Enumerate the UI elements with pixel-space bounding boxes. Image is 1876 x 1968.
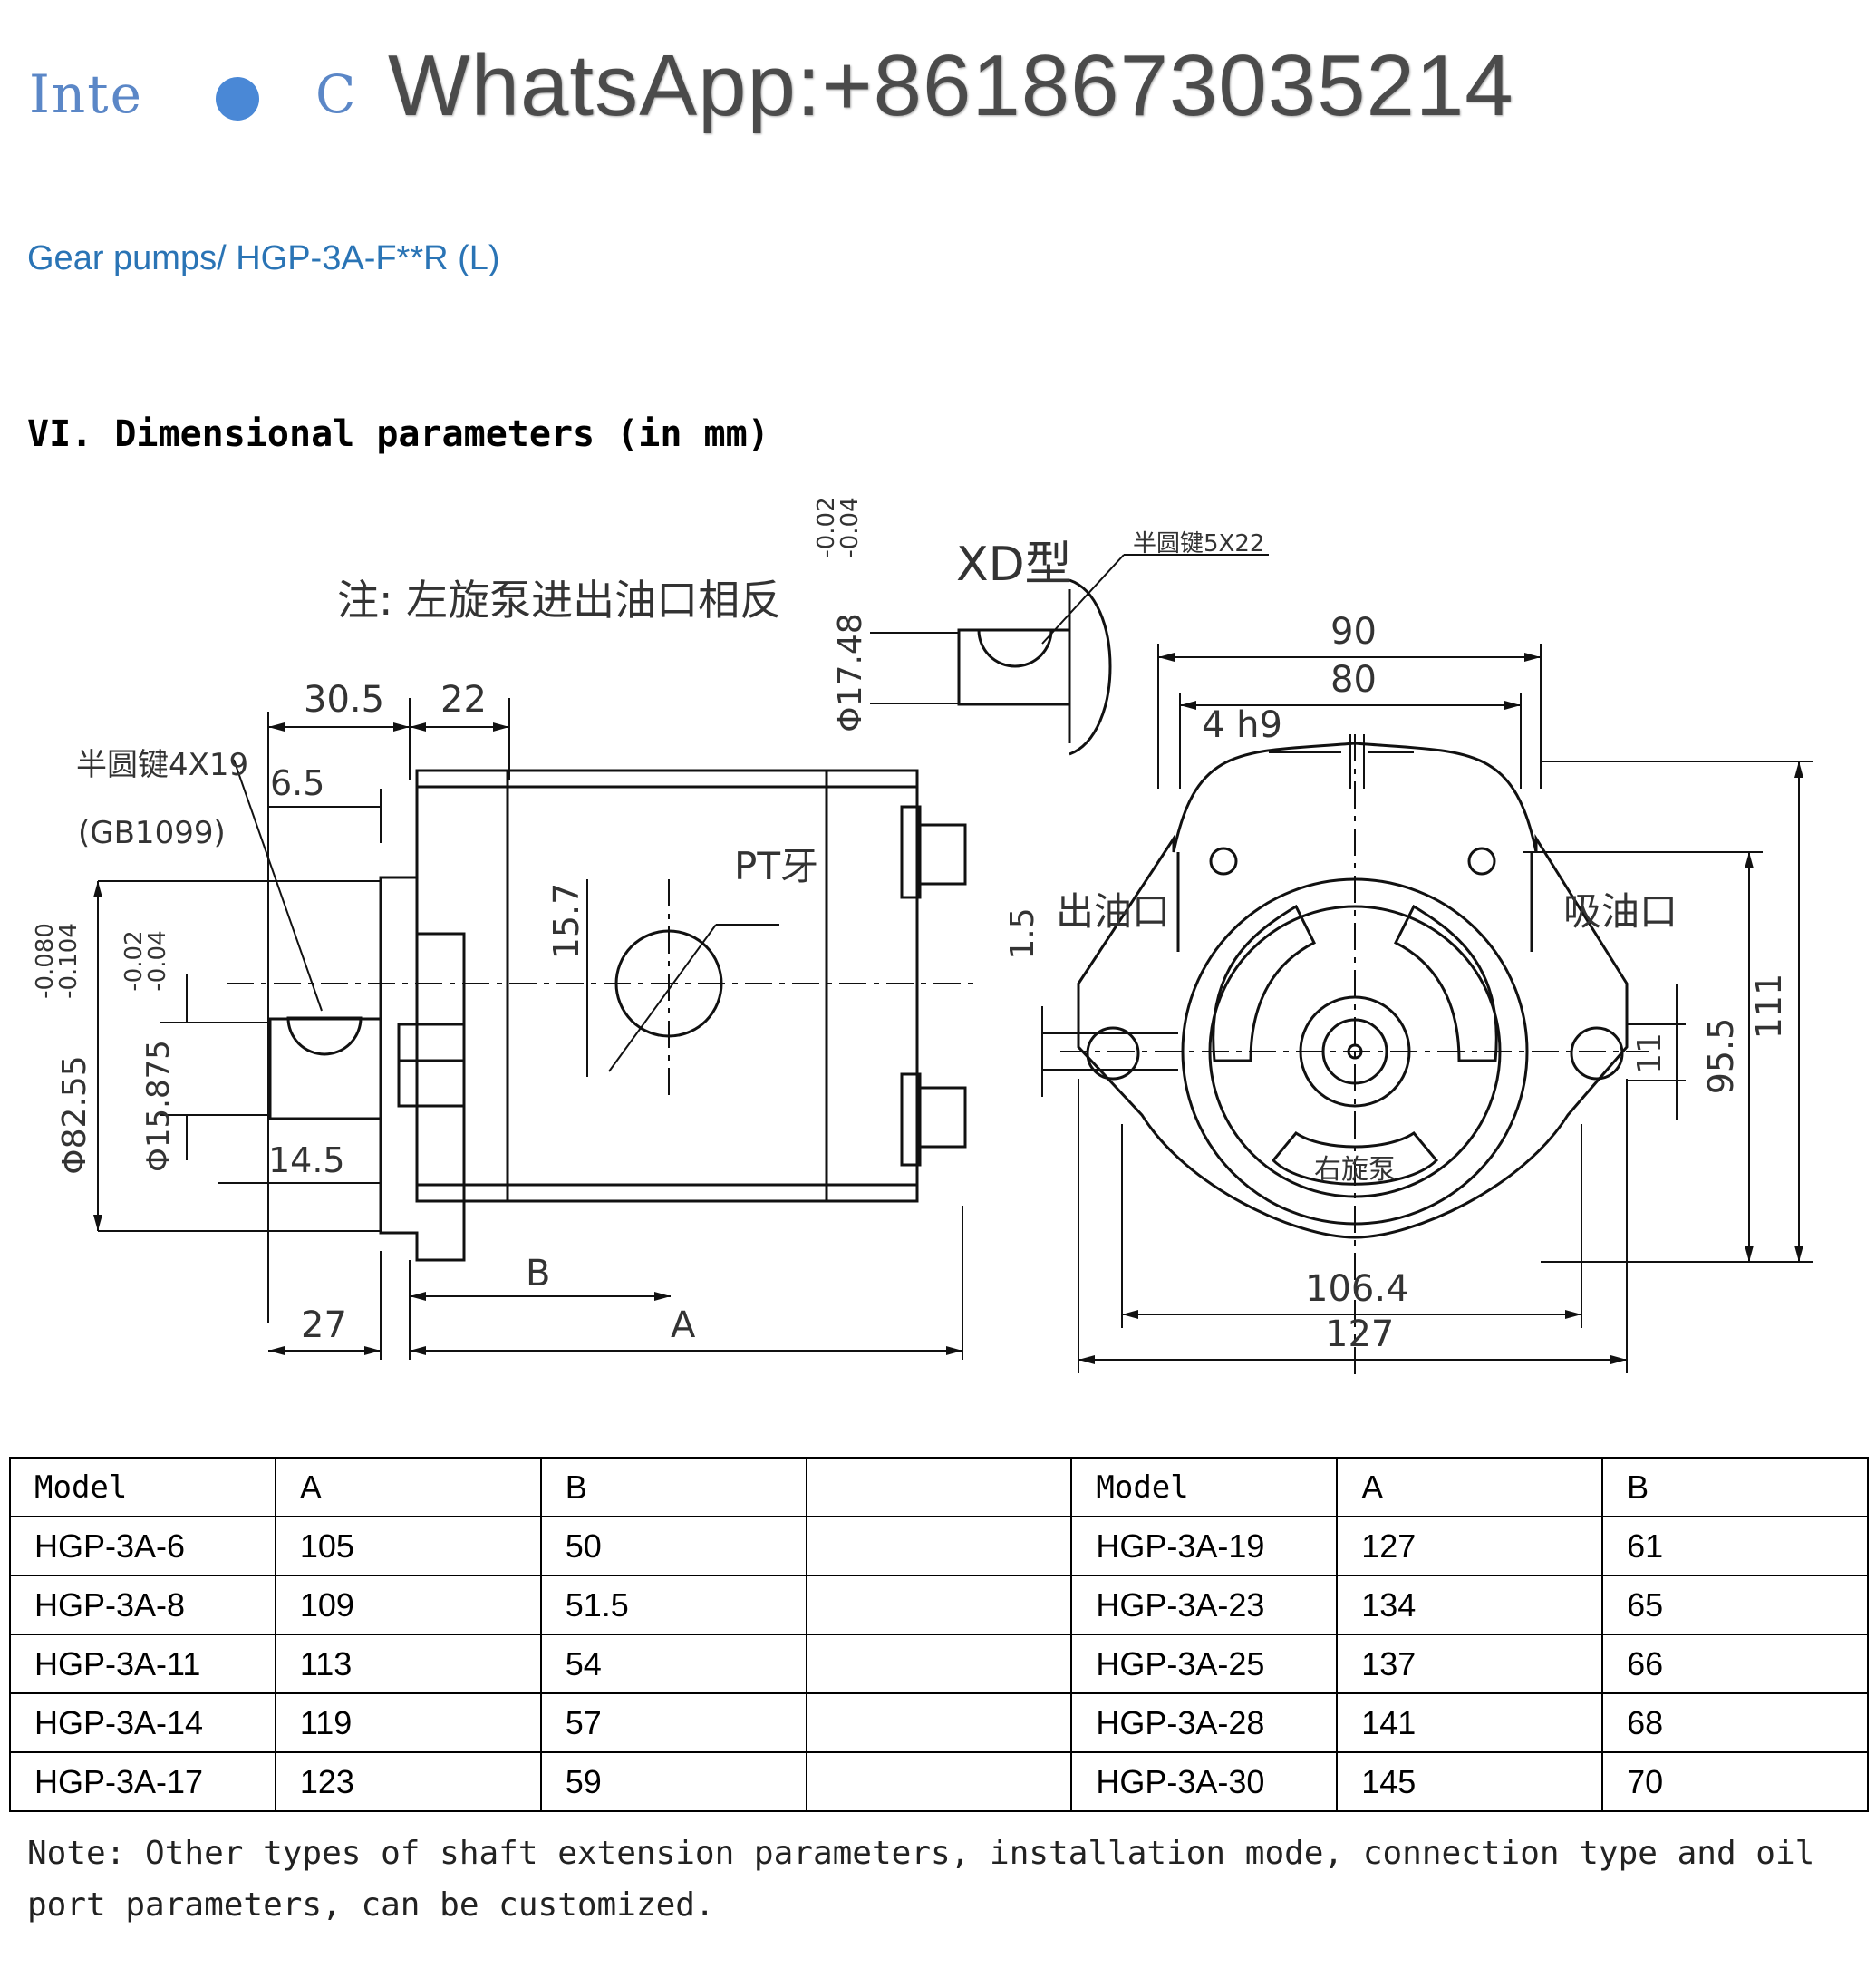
tol-15-875-upper: -0.02 — [121, 930, 148, 991]
rotation-label: 右旋泵 — [1314, 1154, 1396, 1186]
table-header-b: B — [1601, 1457, 1869, 1517]
table-header-b: B — [539, 1457, 807, 1517]
table-cell: 141 — [1336, 1692, 1604, 1753]
table-cell: HGP-3A-8 — [9, 1575, 276, 1635]
dim-95-5: 95.5 — [1701, 1018, 1741, 1095]
xd-label: XD型 — [956, 538, 1072, 592]
tol-82-55-lower: -0.104 — [55, 923, 82, 999]
table-cell: 54 — [539, 1634, 807, 1694]
table-cell: 145 — [1336, 1751, 1604, 1812]
outlet-label: 出油口 — [1056, 889, 1170, 934]
dim-phi-82-55: Φ82.55 — [56, 1055, 93, 1174]
table-cell: HGP-3A-17 — [9, 1751, 276, 1812]
table-cell: 127 — [1336, 1516, 1604, 1576]
header-partial-text-right: C — [315, 63, 356, 125]
technical-drawing: 注: 左旋泵进出油口相反 XD型 半圆键5X22 半圆键4X19 (GB1099… — [32, 497, 1813, 1378]
tol-17-48-lower: -0.04 — [836, 497, 864, 557]
pt-label: PT牙 — [734, 844, 818, 888]
table-cell — [805, 1751, 1073, 1812]
dim-30-5: 30.5 — [304, 679, 384, 721]
dim-15-7: 15.7 — [546, 883, 586, 960]
dim-6-5: 6.5 — [270, 763, 324, 803]
front-flange-outline — [1077, 742, 1629, 1239]
drawing-note-cn: 注: 左旋泵进出油口相反 — [337, 576, 781, 625]
table-cell — [805, 1516, 1073, 1576]
table-cell: 109 — [274, 1575, 542, 1635]
table-cell: 113 — [274, 1634, 542, 1694]
table-cell — [805, 1692, 1073, 1753]
dim-22: 22 — [440, 679, 487, 721]
section-title: VI. Dimensional parameters (in mm) — [27, 413, 769, 455]
table-cell: 51.5 — [539, 1575, 807, 1635]
dim-127: 127 — [1325, 1314, 1394, 1355]
table-cell: 50 — [539, 1516, 807, 1576]
dim-b: B — [526, 1253, 550, 1294]
table-cell: 65 — [1601, 1575, 1869, 1635]
table-cell: 105 — [274, 1516, 542, 1576]
table-cell: 61 — [1601, 1516, 1869, 1576]
dim-phi-15-875: Φ15.875 — [140, 1040, 177, 1172]
table-row: HGP-3A-6 105 50 HGP-3A-19 127 61 — [9, 1516, 1869, 1576]
table-header-a: A — [274, 1457, 542, 1517]
tol-82-55-upper: -0.080 — [32, 923, 59, 999]
dim-1-5: 1.5 — [1004, 907, 1041, 959]
table-cell: HGP-3A-23 — [1070, 1575, 1339, 1635]
table-cell: 119 — [274, 1692, 542, 1753]
dim-111: 111 — [1749, 974, 1789, 1040]
dim-80: 80 — [1330, 659, 1377, 701]
table-cell: 137 — [1336, 1634, 1604, 1694]
customization-note: Note: Other types of shaft extension par… — [27, 1835, 1815, 1924]
table-row: HGP-3A-8 109 51.5 HGP-3A-23 134 65 — [9, 1575, 1869, 1635]
table-cell: HGP-3A-19 — [1070, 1516, 1339, 1576]
half-round-key — [286, 1016, 363, 1056]
table-cell: 123 — [274, 1751, 542, 1812]
table-header-a: A — [1336, 1457, 1604, 1517]
dim-4h9: 4 h9 — [1202, 704, 1282, 746]
dim-phi-17-48: Φ17.48 — [832, 613, 869, 732]
table-row: HGP-3A-17 123 59 HGP-3A-30 145 70 — [9, 1751, 1869, 1812]
dim-106-4: 106.4 — [1305, 1268, 1409, 1310]
shaft — [268, 1017, 382, 1120]
table-cell: 70 — [1601, 1751, 1869, 1812]
dim-90: 90 — [1330, 611, 1377, 653]
table-row: HGP-3A-14 119 57 HGP-3A-28 141 68 — [9, 1692, 1869, 1753]
dim-11: 11 — [1631, 1032, 1668, 1074]
header-dot-icon — [216, 77, 259, 121]
table-cell: HGP-3A-6 — [9, 1516, 276, 1576]
table-header-row: Model A B Model A B — [9, 1457, 1869, 1517]
tol-17-48-upper: -0.02 — [813, 497, 840, 557]
whatsapp-watermark: WhatsApp:+8618673035214 — [388, 37, 1514, 134]
dim-27: 27 — [301, 1304, 347, 1346]
table-cell: 66 — [1601, 1634, 1869, 1694]
table-cell: HGP-3A-11 — [9, 1634, 276, 1694]
table-header-model: Model — [9, 1457, 276, 1517]
header-partial-text-left: Inte — [29, 63, 143, 125]
xd-key-label: 半圆键5X22 — [1133, 530, 1264, 557]
table-row: HGP-3A-11 113 54 HGP-3A-25 137 66 — [9, 1634, 1869, 1694]
table-cell: 134 — [1336, 1575, 1604, 1635]
key-standard-label: (GB1099) — [78, 815, 226, 851]
table-header-model: Model — [1070, 1457, 1339, 1517]
inlet-label: 吸油口 — [1563, 889, 1678, 934]
table-cell: 57 — [539, 1692, 807, 1753]
dim-14-5: 14.5 — [268, 1140, 345, 1180]
table-cell: HGP-3A-28 — [1070, 1692, 1339, 1753]
dimension-table: Model A B Model A B HGP-3A-6 105 50 HGP-… — [9, 1457, 1869, 1812]
table-cell: 59 — [539, 1751, 807, 1812]
mounting-flange — [379, 876, 466, 1262]
table-cell: HGP-3A-30 — [1070, 1751, 1339, 1812]
pump-body — [415, 769, 919, 1203]
table-cell: 68 — [1601, 1692, 1869, 1753]
side-key-label: 半圆键4X19 — [76, 747, 248, 783]
table-cell — [805, 1634, 1073, 1694]
product-subtitle: Gear pumps/ HGP-3A-F**R (L) — [27, 239, 500, 277]
table-header-spacer — [805, 1457, 1073, 1517]
table-cell — [805, 1575, 1073, 1635]
tol-15-875-lower: -0.04 — [144, 930, 171, 991]
dim-a: A — [671, 1304, 696, 1346]
table-cell: HGP-3A-14 — [9, 1692, 276, 1753]
table-cell: HGP-3A-25 — [1070, 1634, 1339, 1694]
